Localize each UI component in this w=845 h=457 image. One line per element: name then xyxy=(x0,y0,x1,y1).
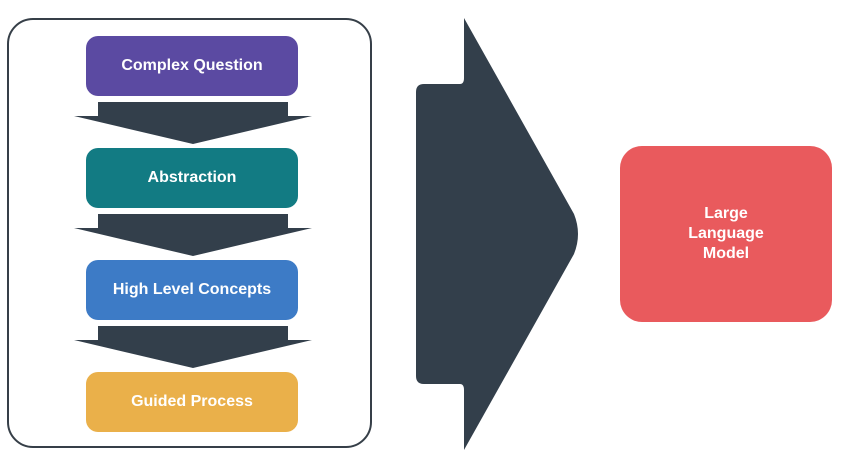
step-abstraction: Abstraction xyxy=(86,148,298,208)
down-arrow-icon xyxy=(74,102,312,144)
big-right-arrow-icon xyxy=(416,18,578,450)
step-label: High Level Concepts xyxy=(112,281,272,298)
step-guided-process: Guided Process xyxy=(86,372,298,432)
step-complex-question: Complex Question xyxy=(86,36,298,96)
step-high-level-concepts: High Level Concepts xyxy=(86,260,298,320)
down-arrow-icon xyxy=(74,214,312,256)
step-label: Abstraction xyxy=(147,169,237,186)
step-label: Complex Question xyxy=(121,57,263,74)
large-language-model-box: Large Language Model xyxy=(620,146,832,322)
down-arrow-icon xyxy=(74,326,312,368)
step-label: Guided Process xyxy=(131,393,253,410)
llm-label: Large Language Model xyxy=(688,205,764,262)
